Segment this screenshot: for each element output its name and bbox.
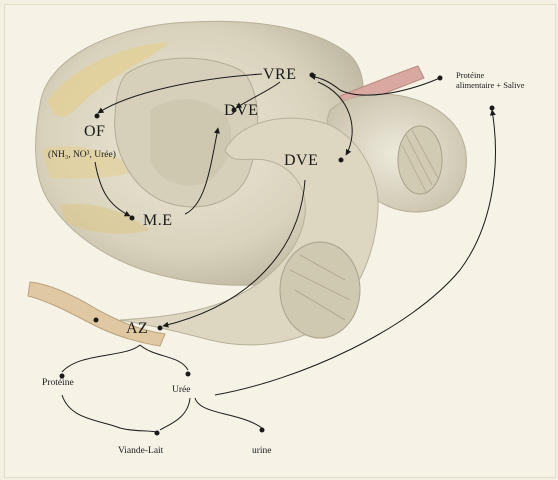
arrow-az-branch — [62, 345, 188, 372]
label-proteine-alimentaire-line1: Protéine — [456, 70, 484, 80]
label-of-compounds: (NH₃, NO³, Urée) — [48, 150, 116, 160]
arrow-uree-to-viande — [160, 398, 190, 430]
label-dve-upper: DVE — [224, 102, 258, 120]
label-of: OF — [84, 123, 105, 141]
label-uree: Urée — [172, 385, 190, 395]
arrow-uree-to-urine — [195, 398, 262, 428]
label-urine: urine — [252, 446, 272, 456]
label-proteine: Protéine — [42, 378, 74, 388]
label-dve-lower: DVE — [284, 152, 318, 170]
label-vre: VRE — [263, 66, 297, 84]
label-proteine-alimentaire-line2: alimentaire + Salive — [456, 80, 525, 90]
label-me: M.E — [143, 212, 173, 230]
label-proteine-alimentaire: Protéine alimentaire + Salive — [456, 70, 525, 90]
arrow-proteine-to-viande — [62, 395, 156, 432]
label-az: AZ — [126, 320, 148, 338]
label-viande-lait: Viande-Lait — [118, 446, 163, 456]
